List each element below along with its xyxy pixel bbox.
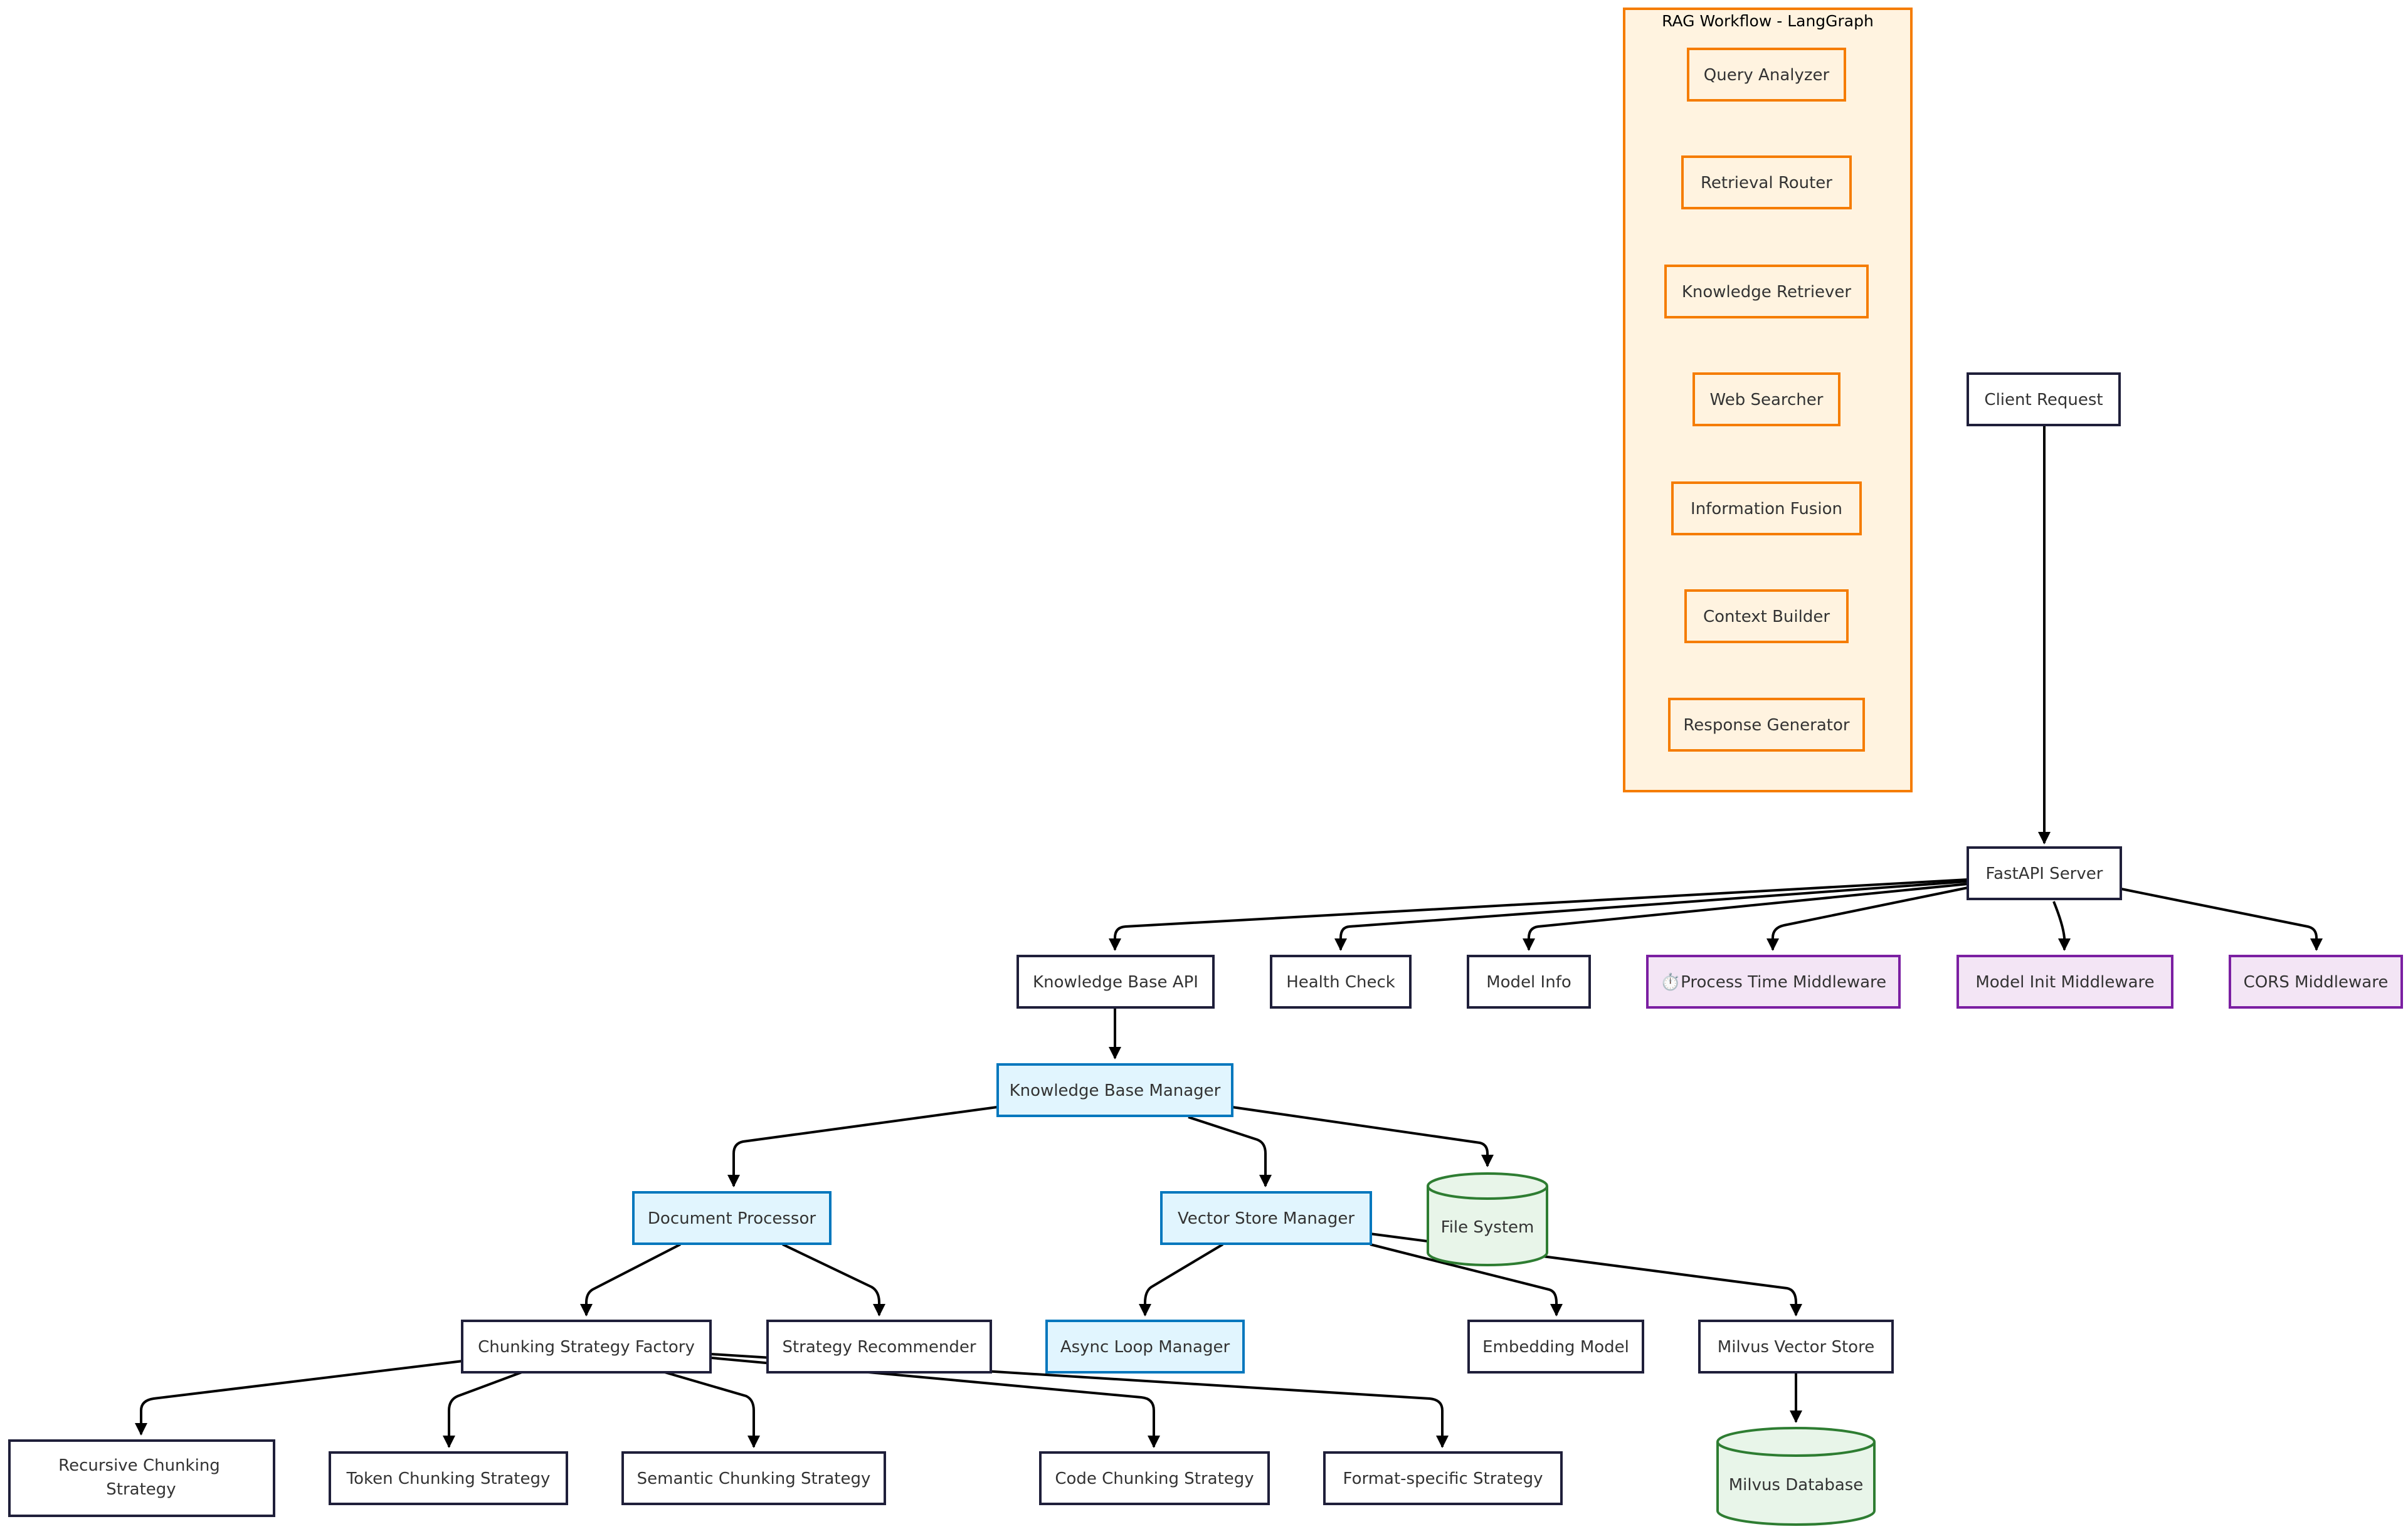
- node-code-chunking-strategy-label: Code Chunking Strategy: [1055, 1469, 1254, 1488]
- node-process-time-middleware-label: ⏱️Process Time Middleware: [1661, 972, 1886, 992]
- edge-docproc-recommender: [782, 1243, 885, 1316]
- node-format-specific-strategy-label: Format-specific Strategy: [1343, 1469, 1543, 1488]
- node-vector-store-manager-label: Vector Store Manager: [1178, 1209, 1354, 1228]
- edge-factory-token: [443, 1371, 522, 1448]
- node-model-info-label: Model Info: [1486, 973, 1571, 992]
- edges: [135, 426, 2323, 1448]
- node-model-info[interactable]: Model Info: [1467, 955, 1591, 1009]
- node-context-builder-label: Context Builder: [1703, 607, 1830, 626]
- node-fastapi-server[interactable]: FastAPI Server: [1967, 846, 2122, 900]
- node-semantic-chunking-strategy[interactable]: Semantic Chunking Strategy: [621, 1451, 886, 1505]
- edge-fastapi-modelinit: [2052, 901, 2071, 951]
- node-knowledge-retriever-label: Knowledge Retriever: [1682, 283, 1852, 302]
- node-document-processor[interactable]: Document Processor: [632, 1191, 832, 1245]
- edge-vectorstore-asyncloop: [1139, 1243, 1224, 1316]
- edge-docproc-chunkfactory: [580, 1243, 681, 1316]
- edge-vectorstore-embedding: [1370, 1243, 1563, 1316]
- edge-factory-code: [710, 1357, 1160, 1448]
- node-response-generator-label: Response Generator: [1683, 716, 1849, 735]
- node-code-chunking-strategy[interactable]: Code Chunking Strategy: [1039, 1451, 1270, 1505]
- node-milvus-database[interactable]: Milvus Database: [1716, 1427, 1876, 1526]
- node-knowledge-retriever[interactable]: Knowledge Retriever: [1664, 265, 1869, 318]
- edge-factory-recursive: [135, 1360, 463, 1436]
- node-token-chunking-strategy-label: Token Chunking Strategy: [346, 1469, 551, 1488]
- node-vector-store-manager[interactable]: Vector Store Manager: [1160, 1191, 1372, 1245]
- node-client-request-label: Client Request: [1984, 391, 2103, 409]
- edge-fastapi-processtime: [1766, 886, 1968, 951]
- node-token-chunking-strategy[interactable]: Token Chunking Strategy: [329, 1451, 568, 1505]
- node-client-request[interactable]: Client Request: [1967, 372, 2121, 426]
- node-process-time-middleware[interactable]: ⏱️Process Time Middleware: [1646, 955, 1901, 1009]
- node-information-fusion-label: Information Fusion: [1691, 500, 1842, 518]
- node-strategy-recommender-label: Strategy Recommender: [782, 1338, 976, 1357]
- edge-factory-semantic: [664, 1371, 760, 1448]
- edge-fastapi-kbapi: [1109, 878, 1968, 951]
- node-chunking-strategy-factory[interactable]: Chunking Strategy Factory: [461, 1320, 712, 1374]
- node-knowledge-base-manager-label: Knowledge Base Manager: [1010, 1081, 1221, 1100]
- node-milvus-vector-store-label: Milvus Vector Store: [1718, 1338, 1874, 1357]
- node-milvus-database-label: Milvus Database: [1729, 1476, 1864, 1495]
- edge-vectorstore-milvusstore: [1370, 1232, 1802, 1316]
- node-file-system-label: File System: [1441, 1218, 1534, 1237]
- node-health-check[interactable]: Health Check: [1270, 955, 1412, 1009]
- node-recursive-chunking-label-line1: Recursive Chunking: [58, 1456, 220, 1475]
- node-embedding-model-label: Embedding Model: [1482, 1338, 1629, 1357]
- node-cors-middleware-label: CORS Middleware: [2244, 973, 2389, 992]
- node-file-system[interactable]: File System: [1427, 1172, 1548, 1266]
- node-semantic-chunking-strategy-label: Semantic Chunking Strategy: [637, 1469, 871, 1488]
- node-information-fusion[interactable]: Information Fusion: [1671, 481, 1862, 535]
- edge-fastapi-health: [1334, 880, 1968, 951]
- node-response-generator[interactable]: Response Generator: [1668, 698, 1865, 752]
- edge-fastapi-cors: [2121, 888, 2323, 951]
- node-recursive-chunking-strategy[interactable]: Recursive Chunking Strategy: [8, 1439, 275, 1517]
- edge-kbmanager-docproc: [727, 1106, 998, 1187]
- edge-fastapi-modelinfo: [1523, 883, 1968, 951]
- edge-kbmanager-filesystem: [1232, 1106, 1494, 1167]
- node-web-searcher[interactable]: Web Searcher: [1692, 372, 1840, 426]
- node-model-init-middleware-label: Model Init Middleware: [1975, 973, 2154, 992]
- node-health-check-label: Health Check: [1286, 973, 1395, 992]
- node-query-analyzer-label: Query Analyzer: [1704, 66, 1830, 85]
- node-fastapi-server-label: FastAPI Server: [1986, 864, 2103, 883]
- node-context-builder[interactable]: Context Builder: [1684, 589, 1849, 643]
- node-web-searcher-label: Web Searcher: [1710, 391, 1824, 409]
- node-query-analyzer[interactable]: Query Analyzer: [1687, 48, 1846, 102]
- cluster-title: RAG Workflow - LangGraph: [1662, 12, 1874, 30]
- node-milvus-vector-store[interactable]: Milvus Vector Store: [1698, 1320, 1894, 1374]
- edge-factory-format: [710, 1353, 1449, 1448]
- node-async-loop-manager-label: Async Loop Manager: [1060, 1338, 1230, 1357]
- edge-kbmanager-vectorstore: [1188, 1116, 1272, 1187]
- node-knowledge-base-manager[interactable]: Knowledge Base Manager: [996, 1063, 1233, 1117]
- node-cors-middleware[interactable]: CORS Middleware: [2229, 955, 2403, 1009]
- node-document-processor-label: Document Processor: [648, 1209, 816, 1228]
- node-retrieval-router-label: Retrieval Router: [1701, 174, 1832, 192]
- node-retrieval-router[interactable]: Retrieval Router: [1681, 155, 1852, 209]
- node-embedding-model[interactable]: Embedding Model: [1467, 1320, 1644, 1374]
- node-knowledge-base-api-label: Knowledge Base API: [1033, 973, 1198, 992]
- node-format-specific-strategy[interactable]: Format-specific Strategy: [1323, 1451, 1563, 1505]
- node-async-loop-manager[interactable]: Async Loop Manager: [1045, 1320, 1245, 1374]
- node-strategy-recommender[interactable]: Strategy Recommender: [766, 1320, 992, 1374]
- node-model-init-middleware[interactable]: Model Init Middleware: [1956, 955, 2173, 1009]
- node-chunking-strategy-factory-label: Chunking Strategy Factory: [478, 1338, 695, 1357]
- node-knowledge-base-api[interactable]: Knowledge Base API: [1017, 955, 1215, 1009]
- node-recursive-chunking-label-line2: Strategy: [106, 1480, 176, 1499]
